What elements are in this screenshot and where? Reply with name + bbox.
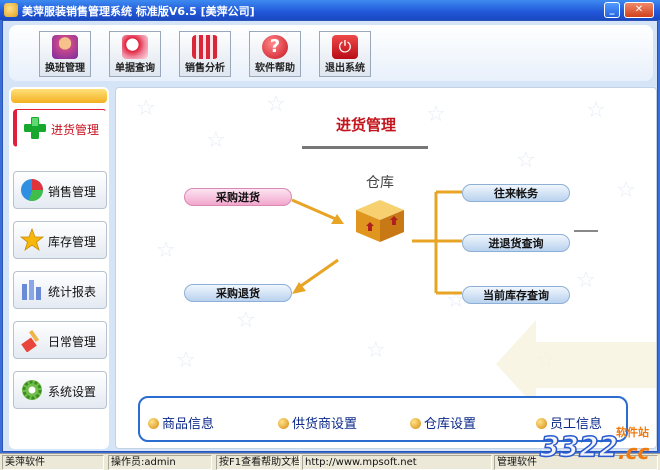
users-icon — [52, 35, 78, 59]
status-url: http://www.mpsoft.net — [302, 455, 492, 470]
main-window: 换班管理 单据查询 销售分析 ? 软件帮助 ⏻ 退出系统 进货管理 — [2, 20, 658, 452]
quick-link-warehouses[interactable]: 仓库设置 — [410, 413, 476, 432]
sidebar-header-bar — [11, 89, 107, 103]
sidebar-item-daily[interactable]: 日常管理 — [13, 321, 107, 359]
status-operator: 操作员:admin — [108, 455, 212, 470]
bar-chart-icon — [22, 280, 41, 300]
star-icon — [20, 228, 44, 252]
pie-chart-icon — [21, 179, 44, 202]
bullet-icon — [410, 418, 421, 429]
sidebar-item-settings[interactable]: 系统设置 — [13, 371, 107, 409]
document-query-button[interactable]: 单据查询 — [109, 31, 161, 77]
arrow-out-head — [292, 282, 306, 294]
sidebar-item-inventory[interactable]: 库存管理 — [13, 221, 107, 259]
bullet-icon — [278, 418, 289, 429]
arrow-in-head — [331, 214, 344, 224]
warehouse-box-icon — [356, 200, 404, 242]
brush-icon — [21, 329, 40, 352]
quick-links-panel: 商品信息 供货商设置 仓库设置 员工信息 — [138, 396, 628, 442]
exit-system-button[interactable]: ⏻ 退出系统 — [319, 31, 371, 77]
in-out-query-button[interactable]: 进退货查询 — [462, 234, 570, 252]
watermark-domain: .cc — [618, 440, 650, 464]
window-title: 美萍服装销售管理系统 标准版V6.5 [美萍公司] — [22, 5, 255, 18]
bullet-icon — [536, 418, 547, 429]
watermark-tag: 软件站 — [616, 426, 649, 439]
quick-link-suppliers[interactable]: 供货商设置 — [278, 413, 357, 432]
minimize-button[interactable]: _ — [604, 2, 620, 18]
quick-link-employees[interactable]: 员工信息 — [536, 413, 602, 432]
arrow-out-line — [297, 258, 339, 290]
sidebar: 进货管理 销售管理 库存管理 统计报表 — [9, 87, 109, 449]
stock-query-button[interactable]: 当前库存查询 — [462, 286, 570, 304]
software-help-button[interactable]: ? 软件帮助 — [249, 31, 301, 77]
star-background: ☆ ☆ ☆ ☆ ☆ ☆ ☆ ☆ ☆ ☆ ☆ ☆ ☆ ☆ — [136, 92, 636, 373]
title-bar: 美萍服装销售管理系统 标准版V6.5 [美萍公司] _ ✕ — [0, 0, 660, 20]
help-icon: ? — [262, 35, 288, 59]
gear-icon — [22, 380, 42, 400]
status-app: 美萍软件 — [2, 455, 104, 470]
quick-link-products[interactable]: 商品信息 — [148, 413, 214, 432]
bar-chart-icon — [192, 35, 218, 59]
page-title: 进货管理 — [336, 116, 397, 134]
watermark-brand: 3322 — [539, 429, 618, 464]
purchase-return-button[interactable]: 采购退货 — [184, 284, 292, 302]
main-panel: ☆ ☆ ☆ ☆ ☆ ☆ ☆ ☆ ☆ ☆ ☆ ☆ ☆ ☆ 进货管理 采购进货 采购… — [115, 87, 657, 449]
sidebar-item-purchase[interactable]: 进货管理 — [13, 109, 107, 147]
shift-management-button[interactable]: 换班管理 — [39, 31, 91, 77]
bullet-icon — [148, 418, 159, 429]
sidebar-item-sales[interactable]: 销售管理 — [13, 171, 107, 209]
site-watermark: 3322 软件站 .cc — [538, 420, 656, 468]
toolbar: 换班管理 单据查询 销售分析 ? 软件帮助 ⏻ 退出系统 — [9, 25, 653, 81]
magnifier-icon — [122, 35, 148, 59]
app-icon — [4, 3, 18, 17]
purchase-in-button[interactable]: 采购进货 — [184, 188, 292, 206]
status-help: 按F1查看帮助文档 — [216, 455, 300, 470]
plus-icon — [24, 117, 46, 139]
flow-diagram-lines — [291, 190, 656, 408]
sales-analysis-button[interactable]: 销售分析 — [179, 31, 231, 77]
arrow-in-line — [291, 198, 339, 222]
accounts-button[interactable]: 往来帐务 — [462, 184, 570, 202]
back-arrow-decoration — [496, 320, 656, 408]
sidebar-item-reports[interactable]: 统计报表 — [13, 271, 107, 309]
power-icon: ⏻ — [332, 35, 358, 59]
warehouse-label: 仓库 — [366, 175, 394, 191]
close-button[interactable]: ✕ — [624, 2, 654, 18]
title-underline — [302, 146, 428, 149]
